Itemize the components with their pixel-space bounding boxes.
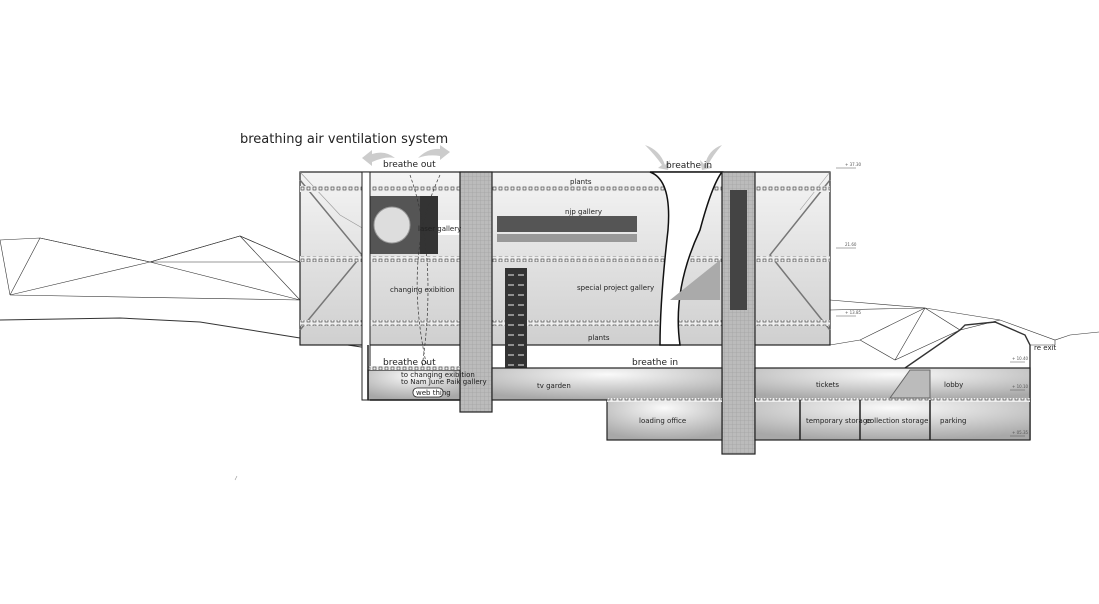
airflow-arrows <box>362 145 722 170</box>
elevation-markers <box>836 167 1025 437</box>
label-exit: re exit <box>1034 344 1057 352</box>
label-tv-garden: tv garden <box>537 382 571 390</box>
elevation-label: + 05.35 <box>1012 430 1029 435</box>
elevation-label: + 13.85 <box>845 310 862 315</box>
arrow-in-right-icon <box>700 145 722 170</box>
label-breathe-out-top: breathe out <box>383 160 436 170</box>
label-connection-2: to Nam June Paik gallery <box>401 378 487 386</box>
label-parking: parking <box>940 417 967 425</box>
label-plants-top: plants <box>570 178 592 186</box>
core-left <box>459 171 493 413</box>
arrow-out-left-icon <box>362 150 395 166</box>
elevation-label: + 10.10 <box>1012 384 1029 389</box>
label-connection-1: to changing exibition <box>401 371 475 379</box>
label-loading-office: loading office <box>639 417 686 425</box>
lower-levels <box>367 345 1031 441</box>
label-breathe-out-bottom: breathe out <box>383 358 436 368</box>
arrow-out-right-icon <box>418 145 450 160</box>
elevation-label: 21.60 <box>845 242 857 247</box>
elevation-label: + 37.30 <box>845 162 862 167</box>
label-laser-gallery: laser gallery <box>418 225 461 233</box>
label-special-project-gallery: special project gallery <box>577 284 654 292</box>
label-lobby: lobby <box>944 381 963 389</box>
label-breathe-in-top: breathe in <box>666 161 712 171</box>
arrow-in-left-icon <box>645 145 670 170</box>
label-plants-bottom: plants <box>588 334 610 342</box>
label-collection-storage: collection storage <box>866 417 928 425</box>
label-breathe-in-bottom: breathe in <box>632 358 678 368</box>
label-changing-exibition: changing exibition <box>390 286 455 294</box>
label-temporary-storage: temporary storage <box>806 417 872 425</box>
label-web-thing: web thing <box>416 389 451 397</box>
terrain-right <box>829 299 1099 440</box>
label-tickets: tickets <box>816 381 839 389</box>
diagram-title: breathing air ventilation system <box>240 132 448 147</box>
elevation-label: + 10.40 <box>1012 356 1029 361</box>
label-njp-gallery: njp gallery <box>565 208 602 216</box>
